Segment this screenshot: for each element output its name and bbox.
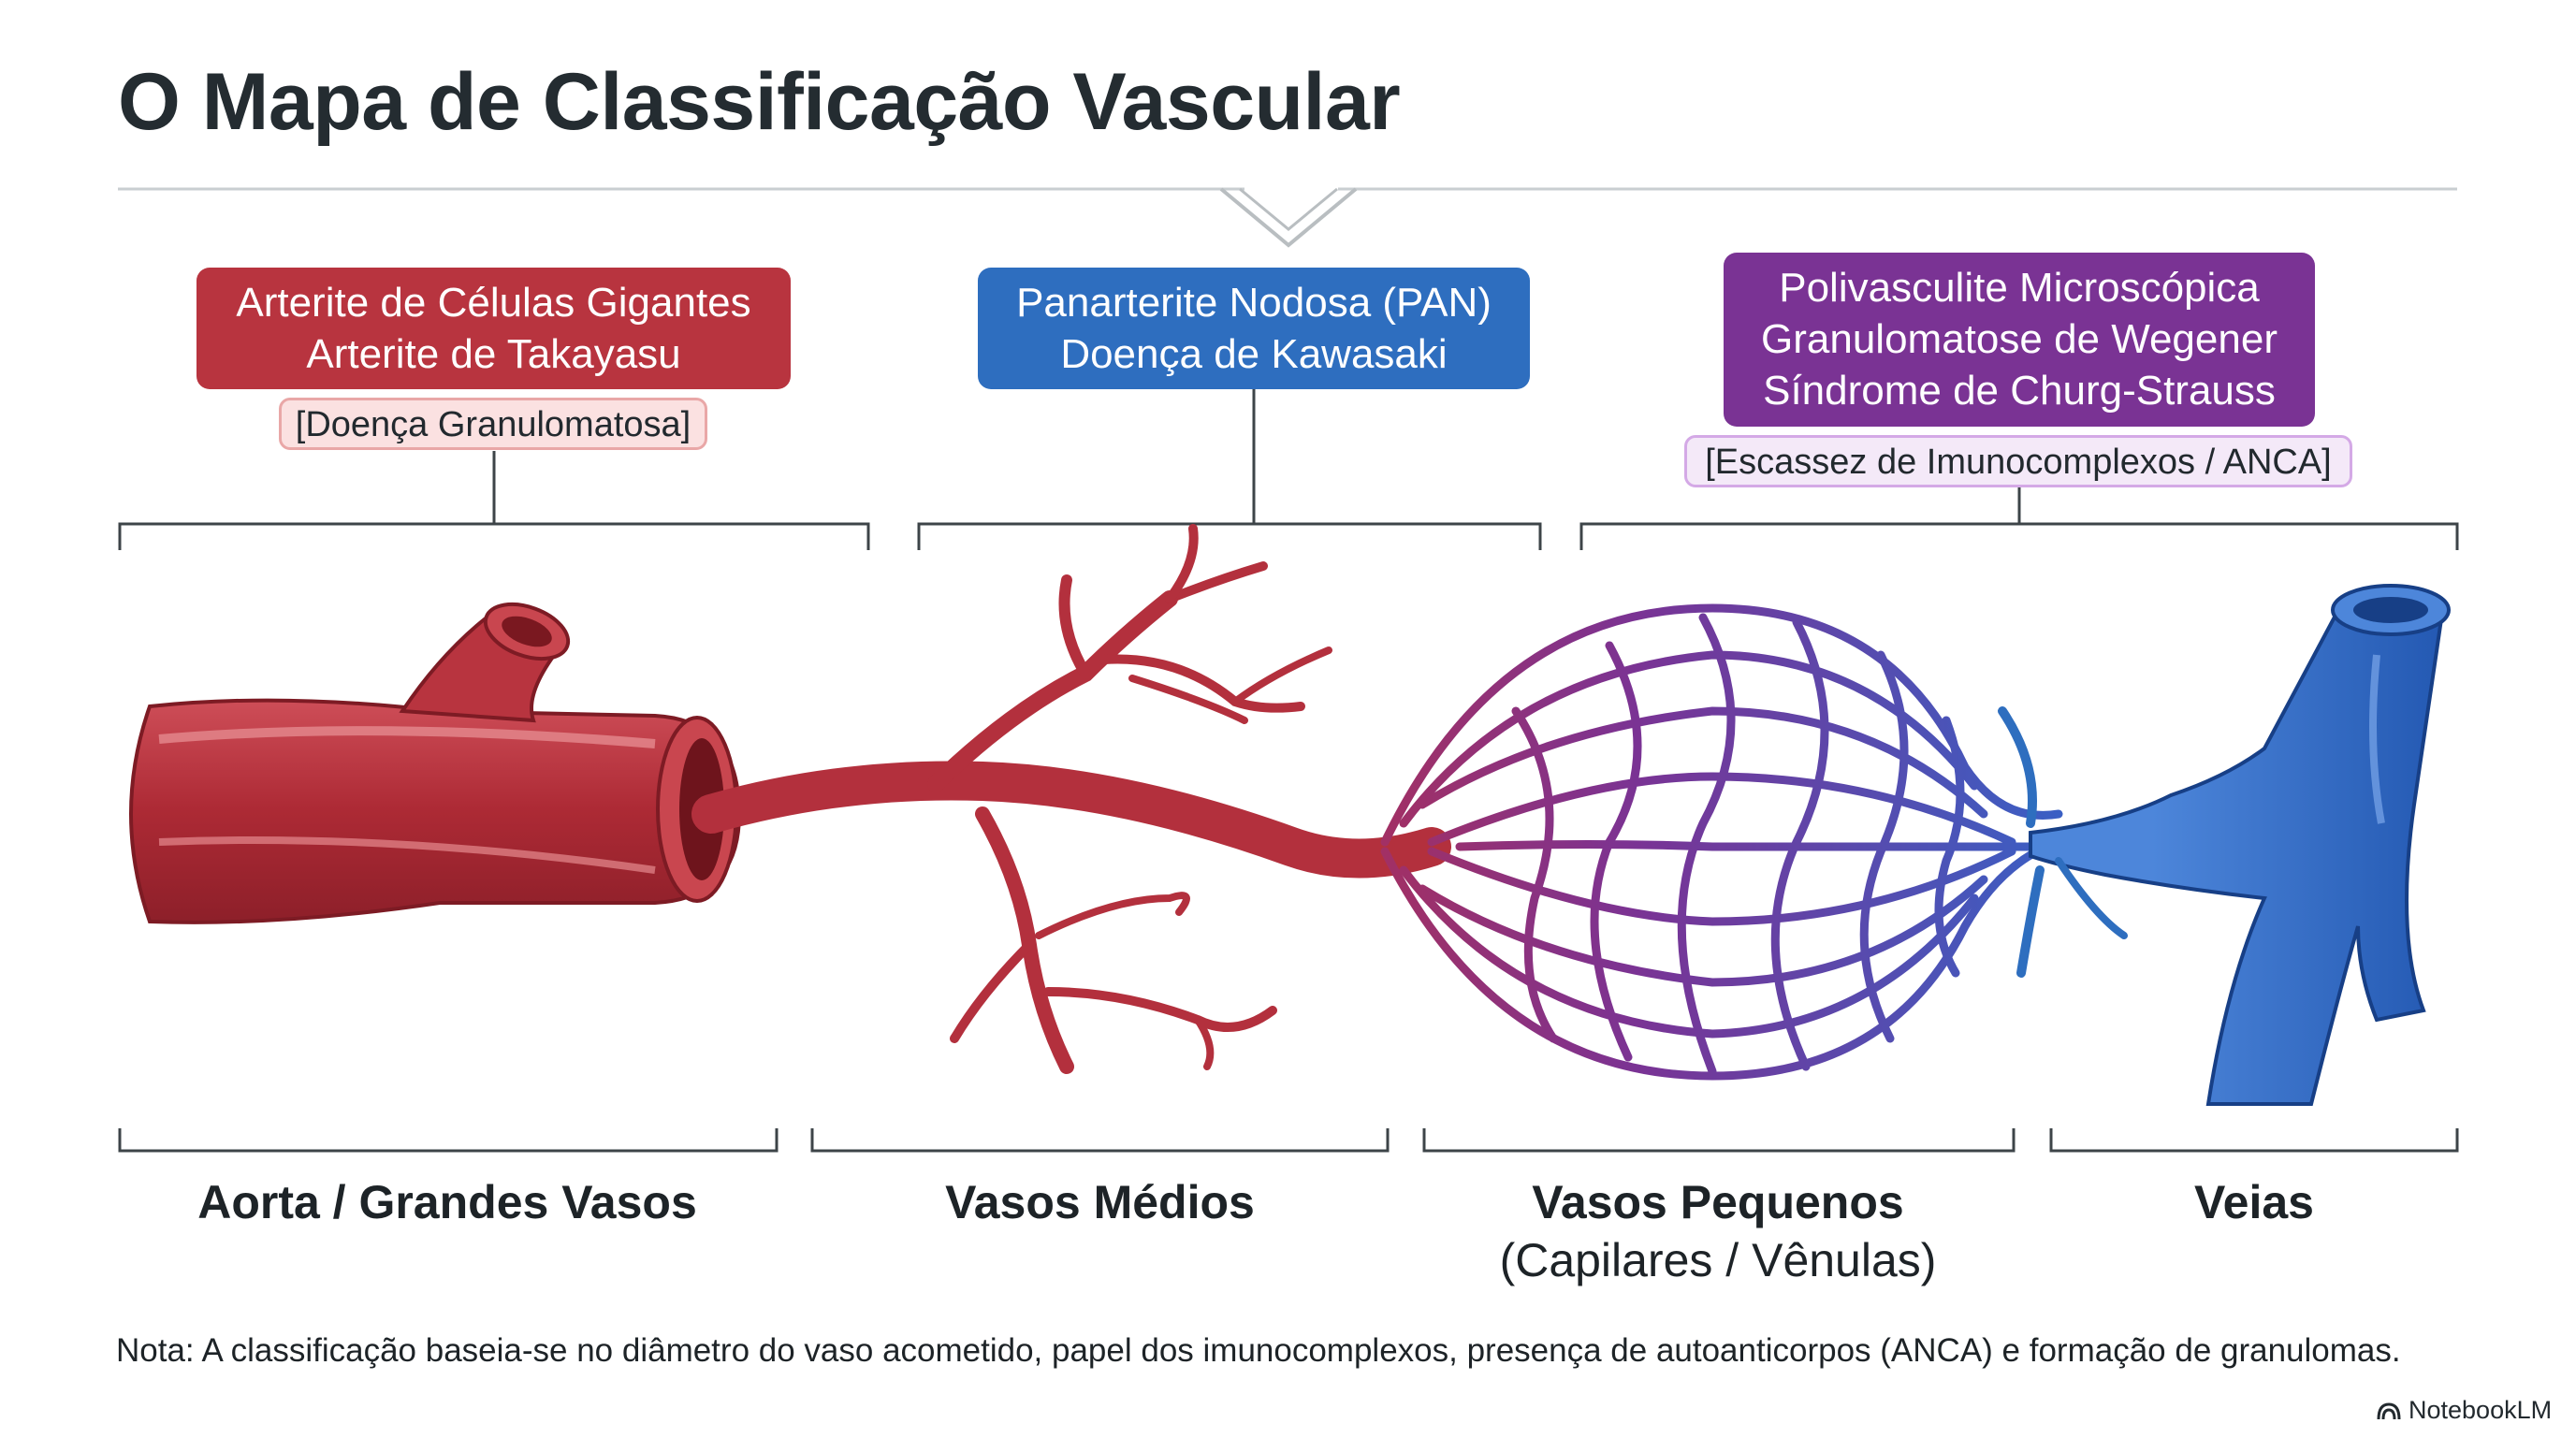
- disease-name: Arterite de Células Gigantes: [236, 280, 751, 326]
- disease-name: Granulomatose de Wegener: [1761, 316, 2278, 362]
- page-title: O Mapa de Classificação Vascular: [118, 57, 1401, 147]
- notebooklm-logo-icon: [2377, 1402, 2401, 1419]
- brand: NotebookLM: [2377, 1396, 2552, 1425]
- disease-name: Síndrome de Churg-Strauss: [1763, 368, 2276, 414]
- label-veins: Veias: [2194, 1176, 2314, 1228]
- label-medium-vessels: Vasos Médios: [945, 1176, 1255, 1228]
- label-small-vessels-sub: (Capilares / Vênulas): [1499, 1234, 1937, 1286]
- label-aorta: Aorta / Grandes Vasos: [197, 1176, 697, 1228]
- vein-vessel: [1998, 584, 2451, 1106]
- medium-vessel-disease-box: Panarterite Nodosa (PAN) Doença de Kawas…: [978, 268, 1530, 389]
- capillary-network: [1380, 603, 2063, 1081]
- granulomatous-tag: [Doença Granulomatosa]: [279, 398, 707, 450]
- aorta-vessel: [129, 602, 742, 924]
- disease-name: Arterite de Takayasu: [306, 331, 681, 377]
- large-vessel-disease-box: Arterite de Células Gigantes Arterite de…: [196, 268, 791, 389]
- disease-name: Panarterite Nodosa (PAN): [1016, 280, 1492, 326]
- anca-tag: [Escassez de Imunocomplexos / ANCA]: [1684, 435, 2352, 487]
- small-vessel-disease-box: Polivasculite Microscópica Granulomatose…: [1724, 253, 2315, 427]
- brand-name: NotebookLM: [2409, 1396, 2553, 1424]
- label-small-vessels: Vasos Pequenos: [1532, 1176, 1904, 1228]
- footnote: Nota: A classificação baseia-se no diâme…: [116, 1332, 2401, 1369]
- disease-name: Doença de Kawasaki: [1060, 331, 1448, 377]
- disease-name: Polivasculite Microscópica: [1779, 265, 2260, 311]
- medium-artery: [691, 524, 1451, 1074]
